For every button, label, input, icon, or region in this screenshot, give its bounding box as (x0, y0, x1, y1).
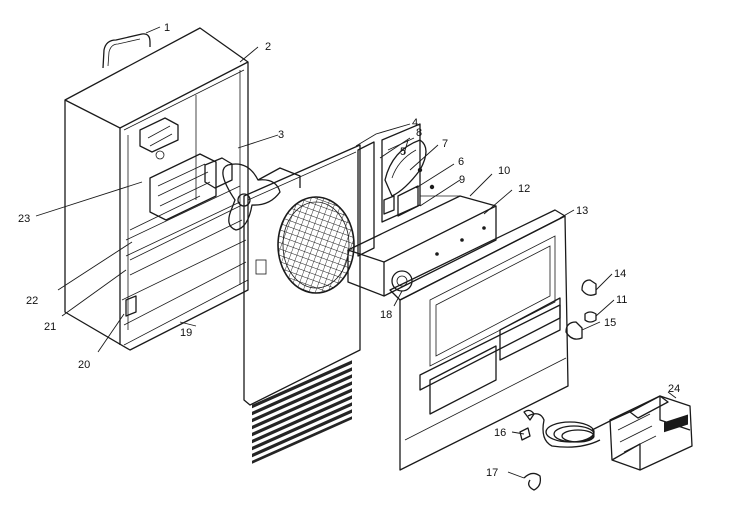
part-plug-transformer (609, 395, 693, 471)
callout-23: 23 (18, 213, 30, 225)
part-heater-box (347, 195, 497, 297)
callout-7: 7 (442, 138, 448, 150)
leader-lines (35, 26, 677, 479)
callout-11: 11 (616, 294, 627, 306)
callout-6: 6 (458, 156, 464, 168)
callout-19: 19 (180, 327, 192, 339)
callout-16: 16 (494, 427, 506, 439)
part-motor-bracket (357, 123, 435, 257)
part-power-cord (519, 409, 635, 448)
callout-5: 5 (400, 146, 406, 158)
callout-labels: 1 2 3 4 5 6 7 8 9 10 11 12 13 14 15 16 1… (18, 22, 680, 479)
part-internal-components (125, 117, 241, 317)
callout-8: 8 (416, 127, 422, 139)
callout-22: 22 (26, 295, 38, 307)
part-knobs (565, 279, 597, 340)
part-handle (102, 33, 151, 69)
callout-13: 13 (576, 205, 588, 217)
part-mounting-panel (243, 144, 361, 464)
callout-21: 21 (44, 321, 56, 333)
callout-17: 17 (486, 467, 498, 479)
callout-9: 9 (459, 174, 465, 186)
part-back-housing (64, 27, 249, 351)
callout-1: 1 (164, 22, 170, 34)
callout-12: 12 (518, 183, 530, 195)
part-clip (523, 472, 542, 491)
callout-2: 2 (265, 41, 271, 53)
callout-14: 14 (614, 268, 626, 280)
callout-20: 20 (78, 359, 90, 371)
callout-4: 4 (412, 117, 418, 129)
callout-3: 3 (278, 129, 284, 141)
callout-24: 24 (668, 383, 680, 395)
part-fan-guard (277, 196, 355, 294)
callout-18: 18 (380, 309, 392, 321)
part-front-cover (389, 209, 569, 471)
callout-15: 15 (604, 317, 616, 329)
callout-10: 10 (498, 165, 510, 177)
